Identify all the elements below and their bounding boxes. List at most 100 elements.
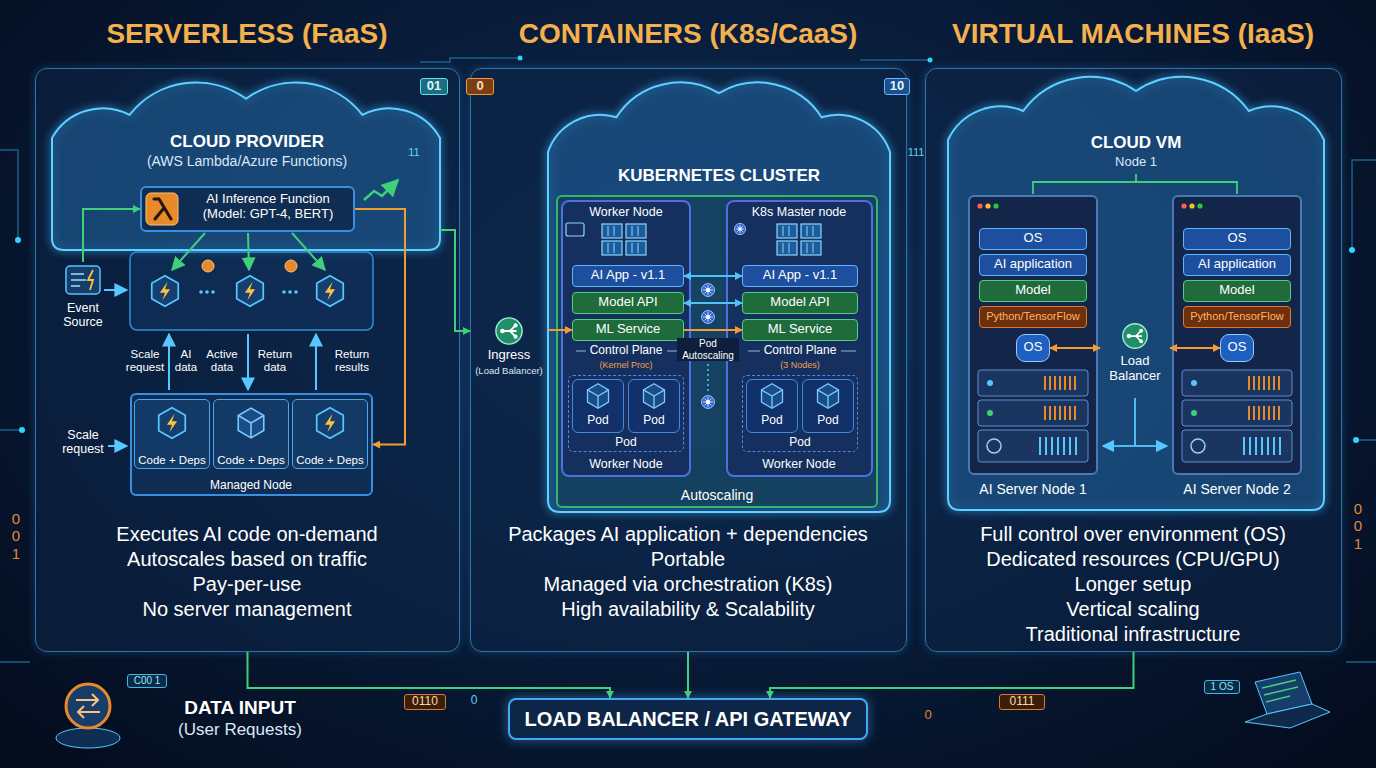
lb-label: Load Balancer (1101, 354, 1169, 384)
connector (248, 652, 611, 698)
flow-arrows (315, 334, 317, 390)
feature-line: Managed via orchestration (K8s) (476, 573, 901, 596)
stack-layer: Model (979, 280, 1087, 302)
gateway-label: LOAD BALANCER / API GATEWAY (513, 708, 863, 731)
node-label: AI application (1185, 257, 1289, 272)
circuit-background (0, 58, 1376, 662)
circuit-background (518, 56, 523, 61)
function-group (205, 290, 209, 294)
circuit-background (1349, 247, 1355, 253)
os-badge: OS (1016, 334, 1050, 362)
cluster-title: KUBERNETES CLUSTER (589, 166, 849, 186)
pod-label: Pod (770, 436, 830, 450)
worker-icons (566, 223, 821, 255)
server-label: AI Server Node 1 (963, 481, 1103, 497)
flow-label: Scale request (123, 348, 167, 374)
code-icons (159, 408, 186, 439)
feature-line: High availability & Scalability (476, 598, 901, 621)
circuit-background (0, 150, 18, 240)
cloud-outline (52, 83, 440, 250)
plane-label: Control Plane (571, 344, 681, 358)
stack-layer: Model (1183, 280, 1291, 302)
feature-line: Portable (476, 548, 901, 571)
flow-label: AI data (172, 348, 200, 374)
stack-layer: Python/TensorFlow (1183, 306, 1291, 328)
plane-label: Control Plane (745, 344, 855, 358)
flow-arrows (108, 445, 127, 447)
code-icons (317, 408, 344, 439)
stack-layer: OS (979, 228, 1087, 250)
node-label: Model (1185, 283, 1289, 298)
ingress-icon (496, 318, 522, 344)
node-label: Model API (744, 295, 856, 310)
feature-line: Pay-per-use (42, 573, 452, 596)
flow-label: Return results (330, 348, 374, 374)
worker-icons (777, 224, 821, 255)
feature-line: Executes AI code on-demand (42, 523, 452, 546)
service-box: ML Service (742, 319, 858, 341)
function-group (199, 290, 298, 294)
laptop-icon (1262, 680, 1298, 702)
window-dots (1181, 203, 1186, 208)
os-badge: OS (1220, 334, 1254, 362)
node-label: AI App - v1.1 (744, 268, 856, 283)
ingress-sub: (Load Balancer) (471, 366, 547, 377)
feature-line: Longer setup (931, 573, 1336, 596)
trend-icon (364, 180, 398, 200)
window-dots (1197, 203, 1202, 208)
pod-group: PodPodPod (568, 375, 684, 452)
event-icon (66, 266, 100, 294)
node-label: Python/TensorFlow (980, 310, 1086, 323)
lb-links (1103, 445, 1135, 447)
binary-tag: C00 1 (127, 674, 167, 688)
invoke-arrows (172, 233, 205, 270)
feature-line: Dedicated resources (CPU/GPU) (931, 548, 1336, 571)
node-label: Python/TensorFlow (1184, 310, 1290, 323)
pod-label: Pod (804, 414, 852, 428)
server-hardware (978, 370, 1088, 462)
node-heading: Worker Node (566, 457, 686, 471)
flow-label: Active data (204, 348, 240, 374)
laptop-icon (1245, 704, 1330, 728)
server-hardware (978, 370, 1088, 396)
gateway-box: LOAD BALANCER / API GATEWAY (508, 698, 868, 740)
autoscale-label: Pod Autoscaling (677, 338, 739, 361)
node-heading: Worker Node (729, 457, 869, 471)
function-group (211, 290, 215, 294)
service-box: AI App - v1.1 (742, 265, 858, 287)
function-label: AI Inference Function (Model: GPT-4, BER… (188, 192, 348, 222)
node-label: Model API (574, 295, 682, 310)
pod-group: PodPodPod (742, 375, 858, 452)
event-icon (66, 266, 100, 294)
binary-tag: 0 (466, 78, 494, 95)
binary-tag: 0110 (404, 694, 446, 710)
circuit-background (19, 427, 25, 433)
cloud-title: CLOUD VM (1036, 133, 1236, 153)
badge-label: OS (1018, 340, 1048, 355)
autoscaling-icons (702, 284, 715, 297)
event-icon (88, 270, 93, 290)
autoscaling-icons (702, 396, 715, 409)
flow-arrows (247, 334, 249, 390)
data-input-icon (66, 684, 110, 728)
connector (684, 275, 742, 277)
code-icons (159, 408, 344, 439)
feature-line: Vertical scaling (931, 598, 1336, 621)
server-hardware (987, 380, 993, 386)
panel-title: VIRTUAL MACHINES (IaaS) (913, 18, 1353, 50)
flow-arrows (104, 289, 127, 291)
autoscale-label: Autoscaling (642, 487, 792, 503)
circuit-background (420, 58, 520, 62)
laptop-icon (1245, 672, 1330, 728)
lambda-icon (146, 193, 178, 225)
function-group (317, 276, 344, 307)
data-input-icon (56, 728, 120, 748)
connector (684, 302, 742, 304)
circuit-background (15, 237, 21, 243)
cloud-region: CLOUD PROVIDER(AWS Lambda/Azure Function… (52, 98, 440, 250)
connector (687, 652, 689, 698)
pod-label: Pod (574, 414, 622, 428)
worker-icons (734, 223, 745, 234)
window-dots (993, 203, 998, 208)
